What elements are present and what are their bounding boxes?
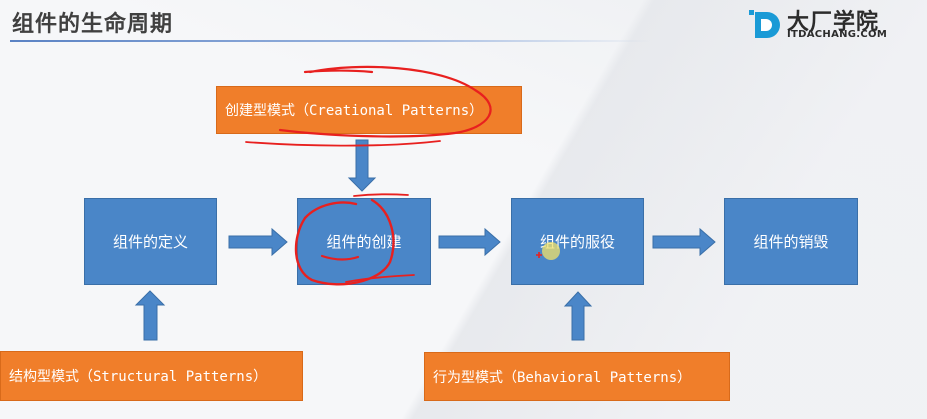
annotation-circle-creational	[278, 65, 492, 138]
arrow-creation-to-service	[438, 227, 501, 257]
brand-logo: 大厂学院 ITDACHANG.COM	[747, 4, 917, 44]
stage-destruction-box: 组件的销毁	[724, 198, 858, 285]
arrow-service-to-destruction	[652, 227, 716, 257]
arrow-definition-to-creation	[228, 227, 288, 257]
annotation-underline-creation	[320, 254, 360, 261]
structural-patterns-box: 结构型模式（Structural Patterns）	[0, 351, 303, 401]
behavioral-patterns-box: 行为型模式（Behavioral Patterns）	[424, 352, 730, 401]
stage-creation-box: 组件的创建	[297, 198, 431, 285]
logo-mark-icon	[749, 10, 780, 38]
title-underline	[10, 40, 650, 42]
annotation-line-arrow	[353, 193, 409, 197]
annotation-circle-creation	[294, 198, 395, 286]
cursor-highlight-icon	[542, 242, 560, 260]
logo-text-cn: 大厂学院	[787, 10, 880, 35]
arrow-structural-to-definition	[134, 290, 166, 341]
stage-service-box: 组件的服役	[511, 198, 644, 285]
page-title: 组件的生命周期	[12, 12, 174, 37]
annotation-line-bottom	[345, 274, 415, 283]
arrow-behavioral-to-service	[563, 291, 593, 341]
annotation-line-under-creational	[245, 140, 441, 147]
creational-patterns-box: 创建型模式（Creational Patterns）	[216, 86, 522, 134]
stage-definition-box: 组件的定义	[84, 198, 217, 285]
cursor-crosshair-icon	[536, 252, 542, 258]
logo-text-en: ITDACHANG.COM	[787, 29, 888, 40]
arrow-creational-to-creation	[347, 139, 377, 192]
